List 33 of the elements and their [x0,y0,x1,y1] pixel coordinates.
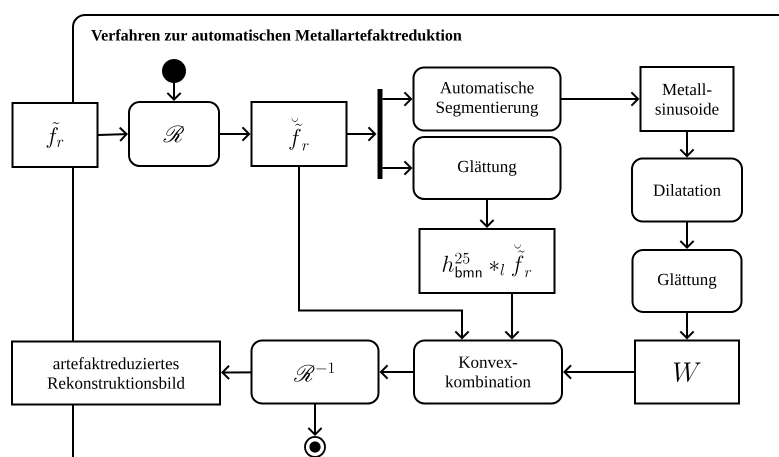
process-box: $\tilde{f}_r$ [12,102,98,168]
arrow [221,365,252,380]
activity-box: Dilatation [631,158,743,222]
process-box: Metall- sinusoide [640,66,734,132]
end-dot [304,436,326,457]
arrow [346,126,376,142]
arrow [382,92,412,106]
arrow [98,126,128,142]
process-box: $W$ [634,340,740,404]
arrow [680,312,694,340]
fork-bar [378,89,382,179]
process-box: artefaktreduziertes Rekonstruktionsbild [11,340,221,406]
start-dot [162,59,186,83]
process-box: $h^{25}_{\mathsf{bmn}} *_l \breve{\tilde{f}}_r$ [418,228,556,294]
process-box: $\breve{\tilde{f}}_r$ [250,101,348,167]
arrow [380,364,414,380]
arrow [560,92,640,106]
arrow [308,404,322,436]
arrow [298,166,470,340]
arrow [382,160,412,176]
arrow [680,222,694,249]
activity-box: $\mathscr{R}$ [128,101,220,167]
activity-box: Konvex- kombination [413,340,563,404]
arrow [504,293,520,340]
activity-box: Glättung [632,249,742,313]
arrow [680,131,694,158]
activity-box: $\mathscr{R}^{-1}$ [250,340,380,404]
activity-box: Automatische Segmentierung [412,66,562,132]
arrow [480,199,494,228]
arrow [563,364,635,380]
activity-box: Glättung [412,136,562,200]
arrow [219,126,250,142]
arrow [166,82,182,101]
